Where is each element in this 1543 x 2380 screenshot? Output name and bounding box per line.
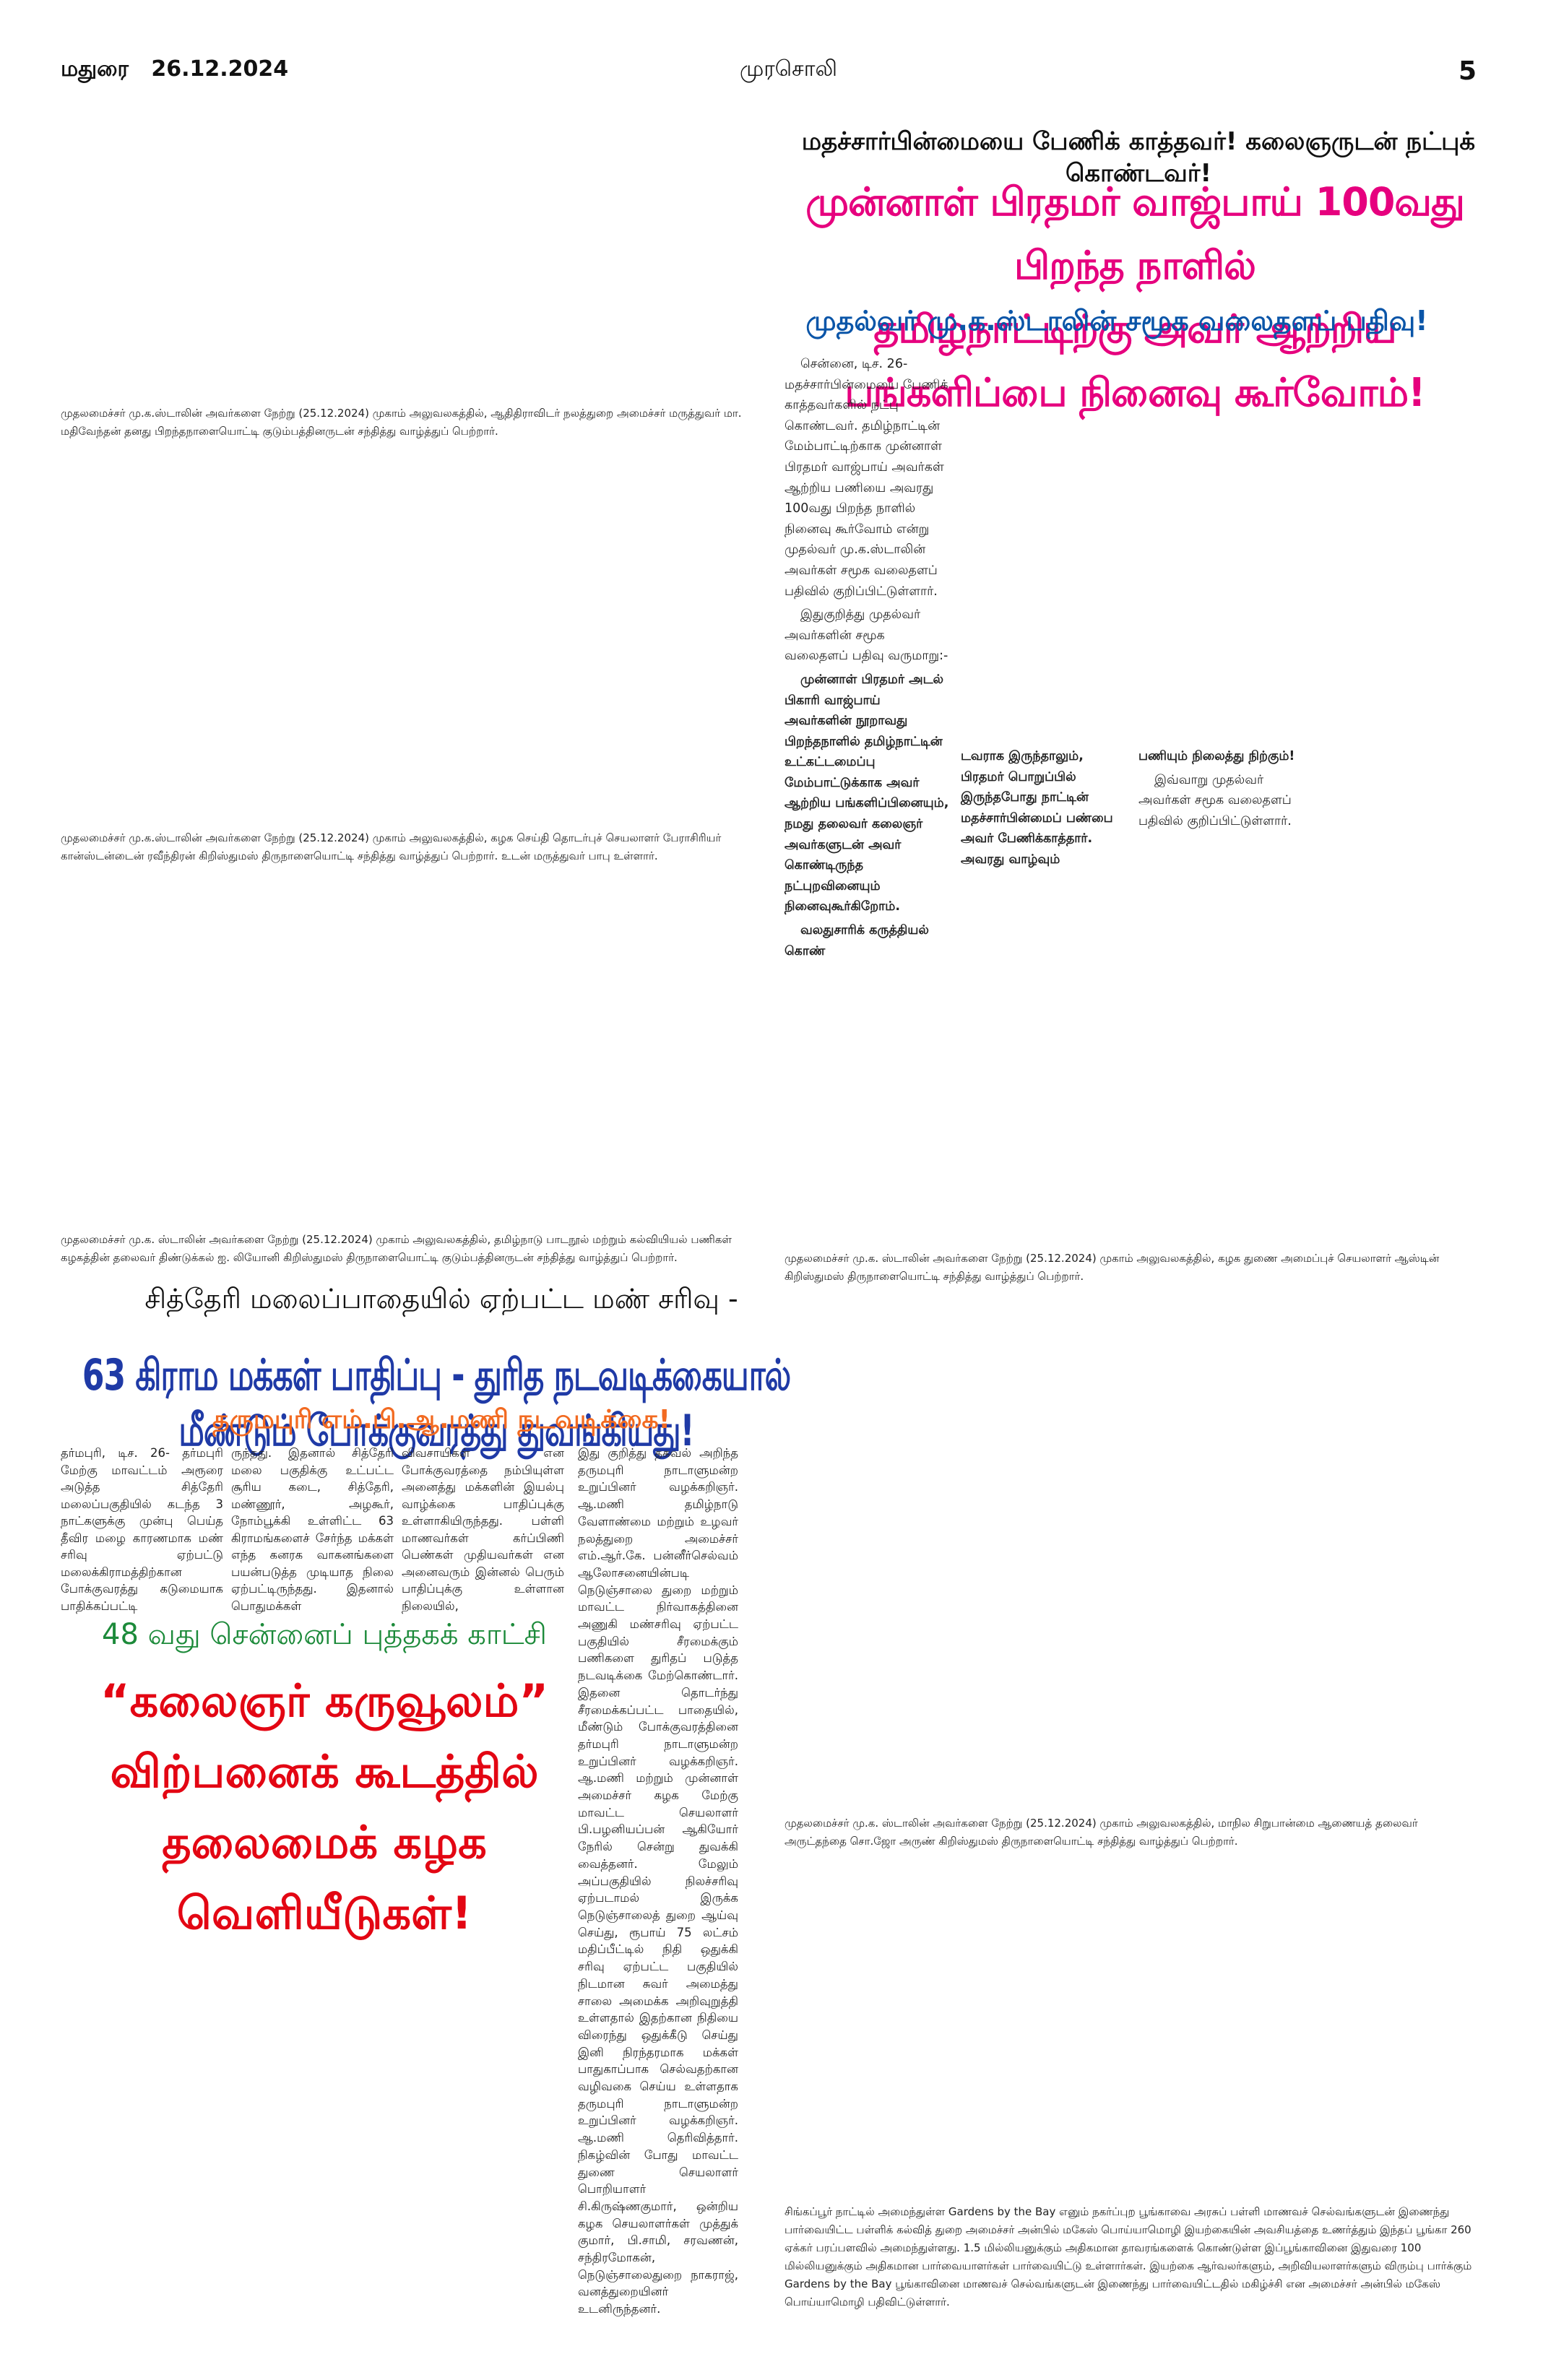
story1-headline: முன்னாள் பிரதமர் வாஜ்பாய் 100வது பிறந்த … [785,170,1485,425]
photo-caption-2: முதலமைச்சர் மு.க.ஸ்டாலின் அவர்களை நேற்று… [61,831,722,862]
story1-quote-cont: டவராக இருந்தாலும், பிரதமர் பொறுப்பில் இர… [961,749,1113,867]
story1-quote-end: பணியும் நிலைத்து நிற்கும்! [1138,749,1295,763]
photo-caption-5: முதலமைச்சர் மு.க. ஸ்டாலின் அவர்களை நேற்ற… [785,1817,1418,1848]
masthead: மதுரை 26.12.2024 முரசொலி 5 [61,56,1477,86]
book-fair-line1: “கலைஞர் கருவூலம்” [100,1674,549,1727]
photo-caption-3: முதலமைச்சர் மு.க. ஸ்டாலின் அவர்களை நேற்ற… [61,1233,732,1264]
story1-column-1: சென்னை, டிச. 26- மதச்சார்பின்மையை பேணிக்… [785,354,949,964]
story1-headline-line1: முன்னாள் பிரதமர் வாஜ்பாய் 100வது பிறந்த … [805,179,1465,288]
story1-headline-line2: தமிழ்நாட்டிற்கு அவர் ஆற்றிய பங்களிப்பை ந… [844,306,1425,415]
story1-subhead: முதல்வர் மு.க.ஸ்டாலின் சமூக வலைதளப் பதிவ… [805,305,1428,337]
story1-column-3: பணியும் நிலைத்து நிற்கும்! இவ்வாறு முதல்… [1138,746,1319,834]
story1-closing: இவ்வாறு முதல்வர் அவர்கள் சமூக வலைதளப் பத… [1138,772,1292,828]
book-fair-kicker: 48 வது சென்னைப் புத்தகக் காட்சி [102,1618,547,1651]
book-fair-line2: விற்பனைக் கூடத்தில் [110,1745,539,1798]
edition-name: மதுரை [61,56,129,82]
issue-date: 26.12.2024 [151,56,289,82]
story2-headline: 63 கிராம மக்கள் பாதிப்பு - துரித நடவடிக்… [82,1351,791,1456]
story2-column-3: விவசாயிகள் என போக்குவரத்தை நம்பியுள்ள அன… [402,1446,564,1613]
book-fair-line3: தலைமைக் கழக வெளியீடுகள்! [162,1816,487,1939]
photo-caption-4: முதலமைச்சர் மு.க. ஸ்டாலின் அவர்களை நேற்ற… [785,1252,1440,1283]
story1-paragraph: சென்னை, டிச. 26- மதச்சார்பின்மையை பேணிக்… [785,357,948,599]
photo-caption-1: முதலமைச்சர் மு.க.ஸ்டாலின் அவர்களை நேற்று… [61,407,742,438]
edition-date: மதுரை 26.12.2024 [61,56,288,85]
story2-subhead: தருமபுரி எம்.பி.ஆ.மணி நடவடிக்கை! [212,1405,670,1435]
newspaper-name: முரசொலி [740,56,837,82]
story1-quote: முன்னாள் பிரதமர் அடல் பிகாரி வாஜ்பாய் அவ… [785,672,949,914]
story2-column-4: இது குறித்து தகவல் அறிந்த தருமபுரி நாடாள… [578,1446,738,2316]
story1-column-2: டவராக இருந்தாலும், பிரதமர் பொறுப்பில் இர… [961,746,1127,873]
story2-kicker: சித்தேரி மலைப்பாதையில் ஏற்பட்ட மண் சரிவு… [144,1283,738,1315]
story1-kicker: மதச்சார்பின்மையை பேணிக் காத்தவர்! கலைஞரு… [801,127,1476,188]
photo-caption-6: சிங்கப்பூர் நாட்டில் அமைந்துள்ள Gardens … [785,2205,1472,2308]
book-fair-headline: “கலைஞர் கருவூலம்” விற்பனைக் கூடத்தில் தல… [61,1666,588,1949]
story2-column-2: ருந்தது. இதனால் சித்தேரி மலை பகுதிக்கு உ… [231,1446,394,1613]
story1-quote-cont: வலதுசாரிக் கருத்தியல் கொண் [785,923,929,959]
story2-column-1: தர்மபுரி, டிச. 26- தர்மபுரி மேற்கு மாவட்… [61,1446,223,1613]
story1-paragraph: இதுகுறித்து முதல்வர் அவர்களின் சமூக வலைத… [785,607,948,664]
page-number: 5 [1458,56,1477,86]
